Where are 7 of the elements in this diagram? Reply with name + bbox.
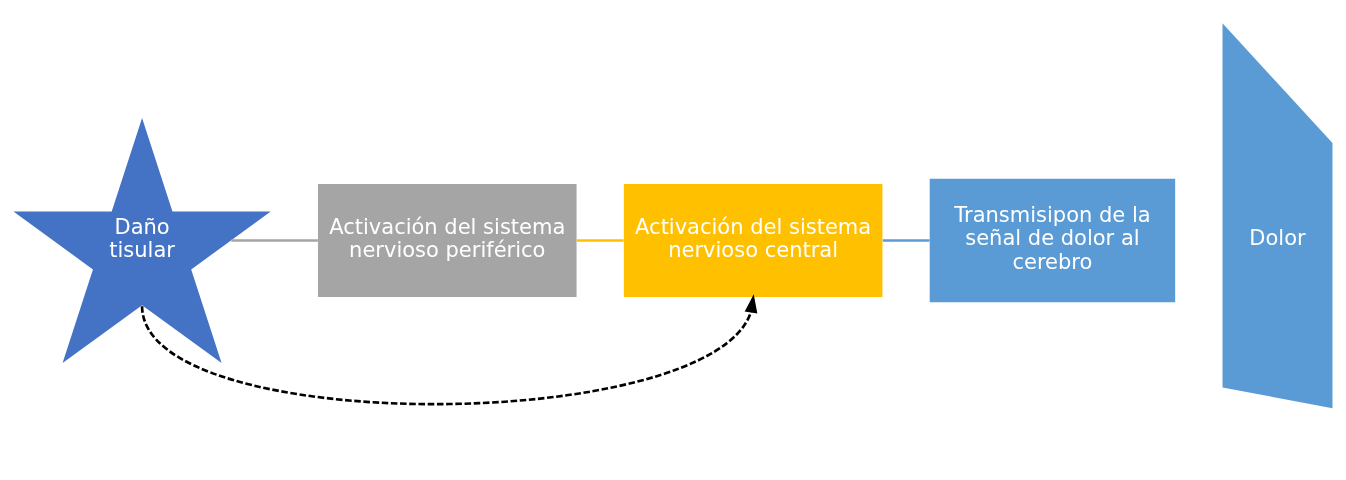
node-box: Activación del sistema nervioso central — [623, 183, 883, 297]
connector — [576, 238, 624, 242]
node-box: Transmisipon de la señal de dolor al cerebro — [929, 178, 1176, 302]
connector — [882, 238, 930, 242]
connector — [231, 238, 318, 242]
node-box: Dolor — [1222, 22, 1333, 408]
node-box: Activación del sistema nervioso periférico — [317, 183, 577, 297]
